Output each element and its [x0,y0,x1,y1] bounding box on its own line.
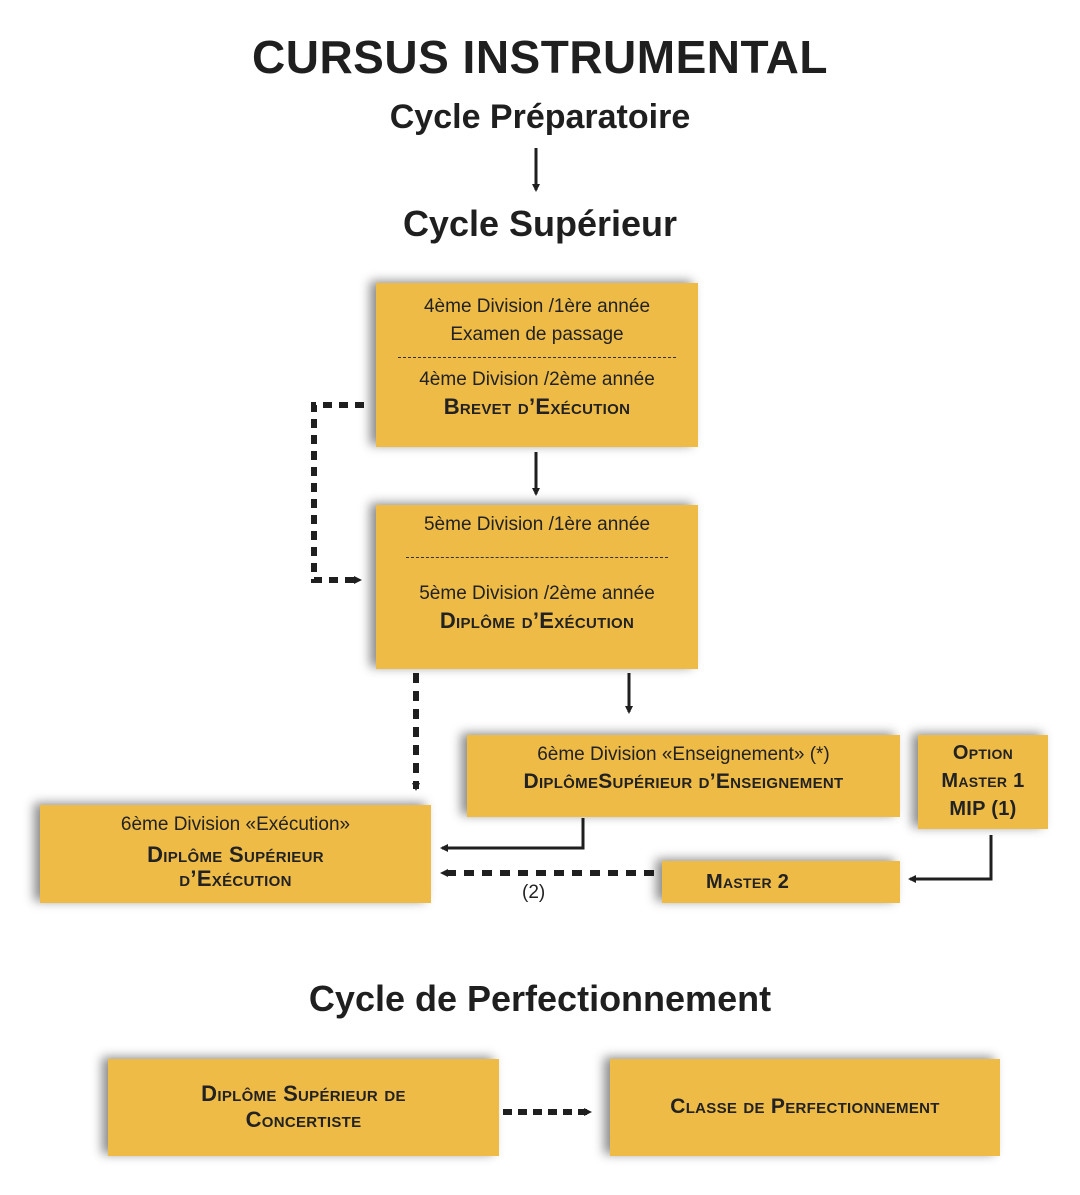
arrow-teaching-to-execution [440,818,585,852]
perfection-cycle-heading: Cycle de Perfectionnement [308,978,772,1019]
execution-division-label: 6ème Division «Exécution» [120,814,351,835]
master1-label: Master 1 [941,770,1025,792]
concertiste-line1: Diplôme Supérieur de [201,1081,406,1106]
division5-year1: 5ème Division /1ère année [423,514,651,535]
box-division-5: 5ème Division /1ère année 5ème Division … [376,505,698,669]
superior-cycle-heading: Cycle Supérieur [402,203,678,244]
concertiste-line2: Concertiste [245,1107,362,1132]
box-master2: Master 2 [662,861,900,903]
division4-year1: 4ème Division /1ère année [423,296,651,317]
box-concertiste: Diplôme Supérieur de Concertiste [108,1059,499,1156]
preparatory-cycle-heading: Cycle Préparatoire [389,98,691,136]
master2-note: (2) [522,882,546,903]
main-title: CURSUS INSTRUMENTAL [252,31,828,83]
teaching-diploma: DiplômeSupérieur d’Enseignement [523,770,844,793]
teaching-division-label: 6ème Division «Enseignement» (*) [537,744,830,765]
division4-diploma: Brevet d’Exécution [443,394,631,419]
arrow-master1-to-master2 [908,835,993,883]
master2-label: Master 2 [706,871,790,893]
box-option-master1: Option Master 1 MIP (1) [918,735,1048,829]
box-division-6-teaching: 6ème Division «Enseignement» (*) Diplôme… [467,735,900,817]
execution-diploma-line2: d’Exécution [179,866,292,891]
division5-year2: 5ème Division /2ème année [419,583,655,604]
option-label: Option [952,742,1014,764]
perfectionnement-label: Classe de Perfectionnement [670,1095,940,1118]
division5-diploma: Diplôme d’Exécution [439,608,635,633]
box-division-4: 4ème Division /1ère année Examen de pass… [376,283,698,447]
separator [406,557,668,558]
division4-year2: 4ème Division /2ème année [419,369,655,390]
dashed-arrow-div4-to-div5 [311,402,364,584]
box-division-6-execution: 6ème Division «Exécution» Diplôme Supéri… [40,805,431,903]
execution-diploma-line1: Diplôme Supérieur [147,842,324,867]
separator [398,357,676,358]
box-perfectionnement: Classe de Perfectionnement [610,1059,1000,1156]
mip-label: MIP (1) [949,798,1017,820]
division4-exam: Examen de passage [450,324,624,345]
